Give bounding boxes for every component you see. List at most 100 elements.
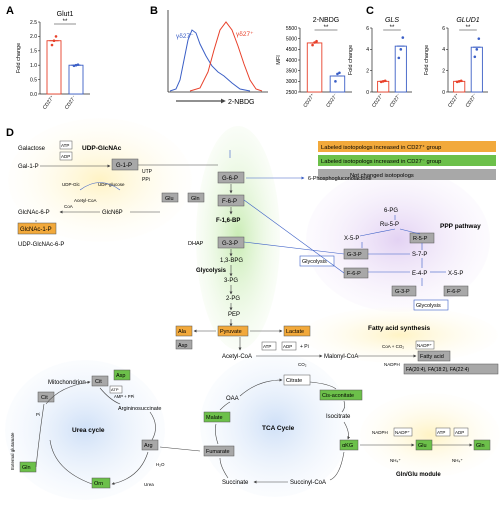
legend-swatch-cd27neg (318, 155, 496, 166)
text-cit-left: Cit (41, 395, 48, 401)
text-arg: Arg (144, 443, 153, 449)
label-s7p: S-7-P (412, 252, 427, 258)
label-h2o: H₂O (156, 462, 165, 467)
x-tick-label: CD27⁻ (325, 92, 339, 108)
text-atp-fa: ATP (263, 344, 271, 349)
label-isocitrate: Isocitrate (326, 414, 351, 420)
bar (329, 75, 346, 93)
region-label-urea: Urea cycle (72, 427, 105, 434)
data-point (455, 80, 459, 84)
label-nadph: NADPH (384, 362, 400, 367)
y-tick-label: 2.0 (30, 34, 37, 40)
text-g6p: G-6-P (222, 176, 238, 182)
y-tick-label: 3000 (286, 79, 297, 85)
label-coa: CoA (64, 204, 73, 209)
x-tick-label: CD27⁻ (64, 94, 78, 110)
y-tick-label: 2 (366, 68, 369, 74)
histogram-label-cd27pos: γδ27⁺ (236, 31, 254, 38)
text-glu-bottom: Glu (418, 443, 427, 449)
data-point (473, 55, 477, 59)
text-citrate: Citrate (286, 378, 302, 384)
label-amp-ppi: AMP + PPi (114, 394, 134, 399)
data-point (457, 80, 461, 83)
label-ru5p: Ru-5-P (380, 222, 399, 228)
box-g3p-ppp2 (391, 285, 417, 297)
y-tick-label: 4 (442, 47, 445, 53)
legend-label-cd27pos: Labeled isotopologs increased in CD27⁺ g… (321, 144, 441, 151)
label-urea: Urea (144, 482, 154, 487)
y-tick-label: 2500 (286, 90, 297, 96)
label-malonylcoa: Malonyl-CoA (324, 354, 358, 360)
text-cit: Cit (95, 379, 102, 385)
text-atp-gln: ATP (437, 430, 445, 435)
chart-title: GLUD1 (456, 17, 479, 24)
label-13bpg: 1,3-BPG (220, 258, 243, 264)
box-glu-top (161, 192, 179, 203)
text-pyruvate: Pyruvate (220, 329, 242, 335)
text-g3p-ppp2: G-3-P (395, 289, 410, 295)
box-gln-top (187, 192, 205, 203)
significance-label: ** (390, 25, 395, 31)
panel-d-letter: D (6, 127, 14, 139)
x-tick-label: CD27⁺ (447, 92, 461, 108)
y-axis-label: Fold change (348, 45, 354, 75)
data-point (315, 39, 318, 43)
data-point (477, 37, 481, 40)
region-label-mito: Mitochondrion (48, 380, 86, 386)
y-tick-label: 5500 (286, 26, 297, 32)
y-tick-label: 6 (442, 26, 445, 32)
box-arg (141, 439, 159, 451)
y-axis-label: Fold change (424, 45, 430, 75)
y-axis-label: Fold change (16, 43, 22, 73)
histogram-2nbdg: γδ27⁻ γδ27⁺ 2-NBDG (167, 10, 268, 106)
label-gal1p: Gal-1-P (18, 164, 39, 170)
label-e4p: E-4-P (412, 271, 427, 277)
text-malate: Malate (206, 415, 223, 421)
label-argininosuccinate: Argininosuccinate (118, 406, 161, 412)
bar (46, 40, 62, 95)
box-cit (91, 375, 109, 387)
data-point (383, 79, 387, 83)
significance-label: ** (466, 25, 471, 31)
box-glycolysis-ppp1 (299, 255, 335, 267)
data-point (379, 80, 383, 84)
label-coaco2: CoA + CO₂ (382, 344, 404, 349)
chart-title: Glut1 (57, 11, 74, 18)
box-g6p (217, 171, 245, 184)
box-cit-left (37, 391, 55, 403)
region-label-udp-glcnac: UDP-GlcNAc (82, 145, 122, 152)
region-gln-glu (360, 393, 500, 477)
data-point (475, 48, 479, 51)
text-asp-urea: Asp (116, 373, 125, 379)
region-label-glycolysis: Glycolysis (196, 268, 227, 274)
text-adp-fa: ADP (283, 344, 292, 349)
data-point (381, 80, 385, 83)
region-label-ppp: PPP pathway (440, 223, 481, 230)
y-tick-label: 0 (442, 90, 445, 96)
bar (377, 80, 390, 93)
y-tick-label: 5000 (286, 36, 297, 42)
label-2pg: 2-PG (226, 296, 240, 302)
y-tick-label: 0.5 (30, 77, 37, 83)
label-succinylcoa: Succinyl-CoA (290, 480, 326, 486)
text-g3p: G-3-P (222, 241, 238, 247)
label-f16bp: F-1,6-BP (216, 218, 240, 224)
region-label-tca: TCA Cycle (262, 425, 295, 432)
box-g1p (111, 158, 139, 171)
data-point (52, 39, 56, 43)
svg-text:ADP: ADP (61, 154, 70, 159)
text-glcnac1p: GlcNAc-1-P (20, 227, 52, 233)
text-orn: Orn (94, 481, 103, 487)
label-6pgl: 6-Phosphogluconolactone (308, 176, 372, 182)
region-tca (200, 353, 350, 497)
data-point (459, 79, 463, 83)
text-f6p: F-6-P (222, 199, 237, 205)
y-axis-label: MFI (276, 55, 282, 65)
text-nadp-fa: NADP⁺ (417, 343, 433, 348)
x-tick-label: CD27⁻ (389, 92, 403, 108)
bar (68, 64, 84, 95)
y-tick-label: 6 (366, 26, 369, 32)
label-x5p-2: X-5-P (448, 271, 463, 277)
